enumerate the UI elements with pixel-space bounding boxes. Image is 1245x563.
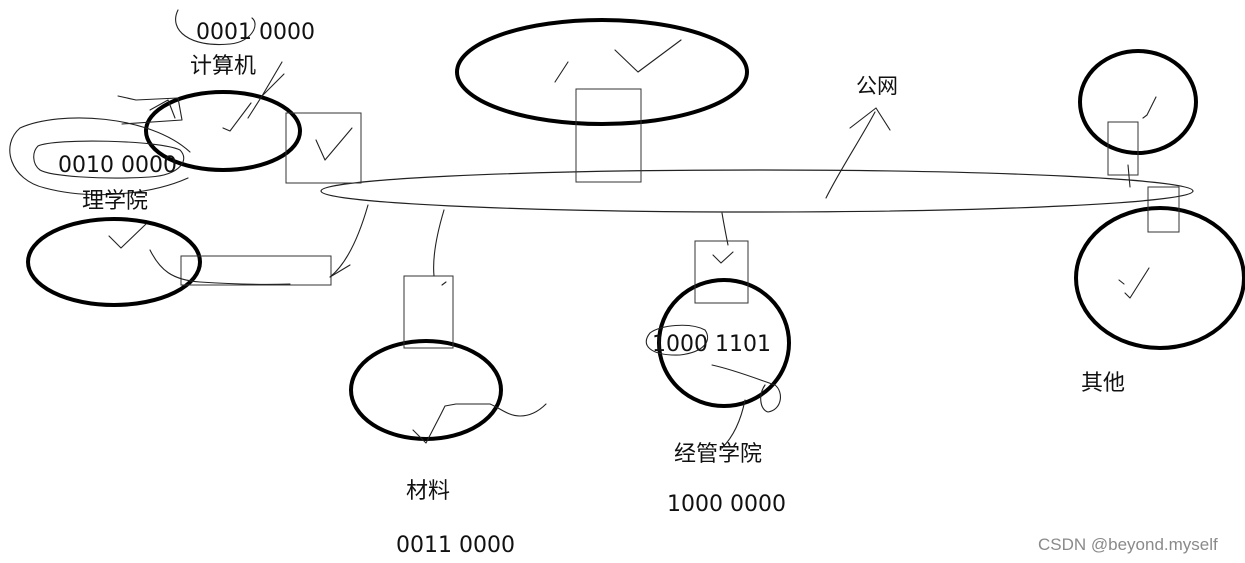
economics-address-top: 1000 1101 bbox=[652, 332, 771, 357]
economics-router-box bbox=[694, 240, 749, 304]
hand-strokes bbox=[9, 9, 1157, 449]
computer-ellipse bbox=[144, 90, 302, 172]
other-router-box-top bbox=[1107, 121, 1139, 176]
top-router-box bbox=[575, 88, 642, 183]
other-label: 其他 bbox=[1081, 371, 1126, 396]
backbone-ellipse bbox=[320, 169, 1194, 213]
economics-label: 经管学院 bbox=[674, 442, 763, 467]
computer-label: 计算机 bbox=[190, 54, 257, 79]
watermark: CSDN @beyond.myself bbox=[1038, 535, 1218, 554]
computer-address: 0001 0000 bbox=[196, 20, 315, 45]
economics-address-bottom: 1000 0000 bbox=[667, 492, 786, 517]
materials-label: 材料 bbox=[406, 479, 451, 504]
other-bottom-ellipse bbox=[1074, 206, 1245, 350]
economics-ellipse bbox=[657, 278, 791, 408]
top-center-ellipse bbox=[455, 18, 749, 126]
science-router-box bbox=[180, 255, 332, 286]
materials-router-box bbox=[403, 275, 454, 349]
public-net-label: 公网 bbox=[856, 74, 898, 98]
science-ellipse bbox=[26, 217, 202, 307]
other-router-box-bottom bbox=[1147, 186, 1180, 233]
materials-ellipse bbox=[349, 339, 503, 441]
science-label: 理学院 bbox=[82, 189, 149, 214]
materials-address: 0011 0000 bbox=[396, 533, 515, 558]
science-address: 0010 0000 bbox=[58, 153, 177, 178]
computer-router-box bbox=[285, 112, 362, 184]
